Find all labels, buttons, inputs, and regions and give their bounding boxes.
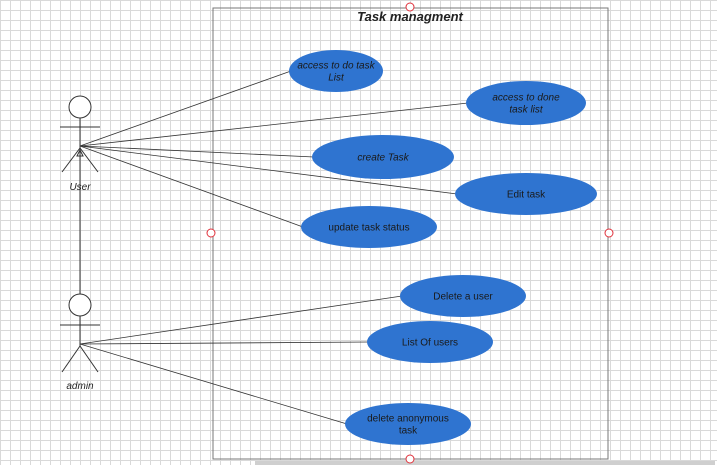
use-case-label: task list [509, 105, 544, 116]
use-case-label: task [399, 426, 418, 437]
generalization-arrow-icon [76, 148, 84, 157]
use-case-uc7[interactable]: List Of users [367, 321, 493, 363]
use-case-label: delete anonymous [367, 414, 449, 425]
actor-label-user: User [69, 182, 91, 193]
use-case-uc4[interactable]: Edit task [455, 173, 597, 215]
actor-label-admin: admin [66, 381, 94, 392]
association-line[interactable] [79, 145, 304, 228]
use-case-uc5[interactable]: update task status [301, 206, 437, 248]
use-case-label: access to done [492, 93, 560, 104]
use-case-ellipse[interactable] [466, 81, 586, 125]
resize-handle-bottom[interactable] [405, 454, 415, 464]
resize-handle-right[interactable] [604, 228, 614, 238]
use-case-uc6[interactable]: Delete a user [400, 275, 526, 317]
use-case-uc3[interactable]: create Task [312, 135, 454, 179]
association-line[interactable] [79, 145, 315, 158]
actor-user[interactable]: User [60, 95, 100, 193]
actor-right-leg [79, 147, 99, 173]
actor-head-icon [68, 293, 92, 317]
association-line[interactable] [79, 102, 469, 147]
use-case-ellipse[interactable] [455, 173, 597, 215]
resize-handle-top[interactable] [405, 2, 415, 12]
use-case-label: create Task [357, 153, 409, 164]
association-line[interactable] [79, 341, 370, 345]
use-case-label: Delete a user [433, 292, 493, 303]
use-case-ellipse[interactable] [312, 135, 454, 179]
associations [79, 70, 469, 425]
actor-left-leg [61, 147, 81, 173]
canvas-scrollbar[interactable] [255, 461, 715, 465]
use-case-ellipse[interactable] [367, 321, 493, 363]
system-title: Task managment [357, 9, 463, 24]
use-case-label: update task status [328, 223, 409, 234]
use-case-ellipse[interactable] [345, 403, 471, 445]
use-case-ellipse[interactable] [400, 275, 526, 317]
use-case-label: List Of users [402, 338, 458, 349]
actor-right-leg [79, 345, 99, 373]
use-case-label: Edit task [507, 190, 546, 201]
use-case-ellipse[interactable] [289, 50, 383, 92]
use-case-label: List [328, 73, 345, 84]
use-case-label: access to do task [297, 61, 375, 72]
use-case-ellipse[interactable] [301, 206, 437, 248]
resize-handle-left[interactable] [206, 228, 216, 238]
association-line[interactable] [79, 145, 458, 195]
actor-left-leg [61, 345, 81, 373]
association-line[interactable] [79, 295, 403, 345]
association-line[interactable] [79, 343, 348, 425]
actor-head-icon [68, 95, 92, 119]
actor-admin[interactable]: admin [60, 293, 100, 392]
association-line[interactable] [79, 70, 292, 147]
